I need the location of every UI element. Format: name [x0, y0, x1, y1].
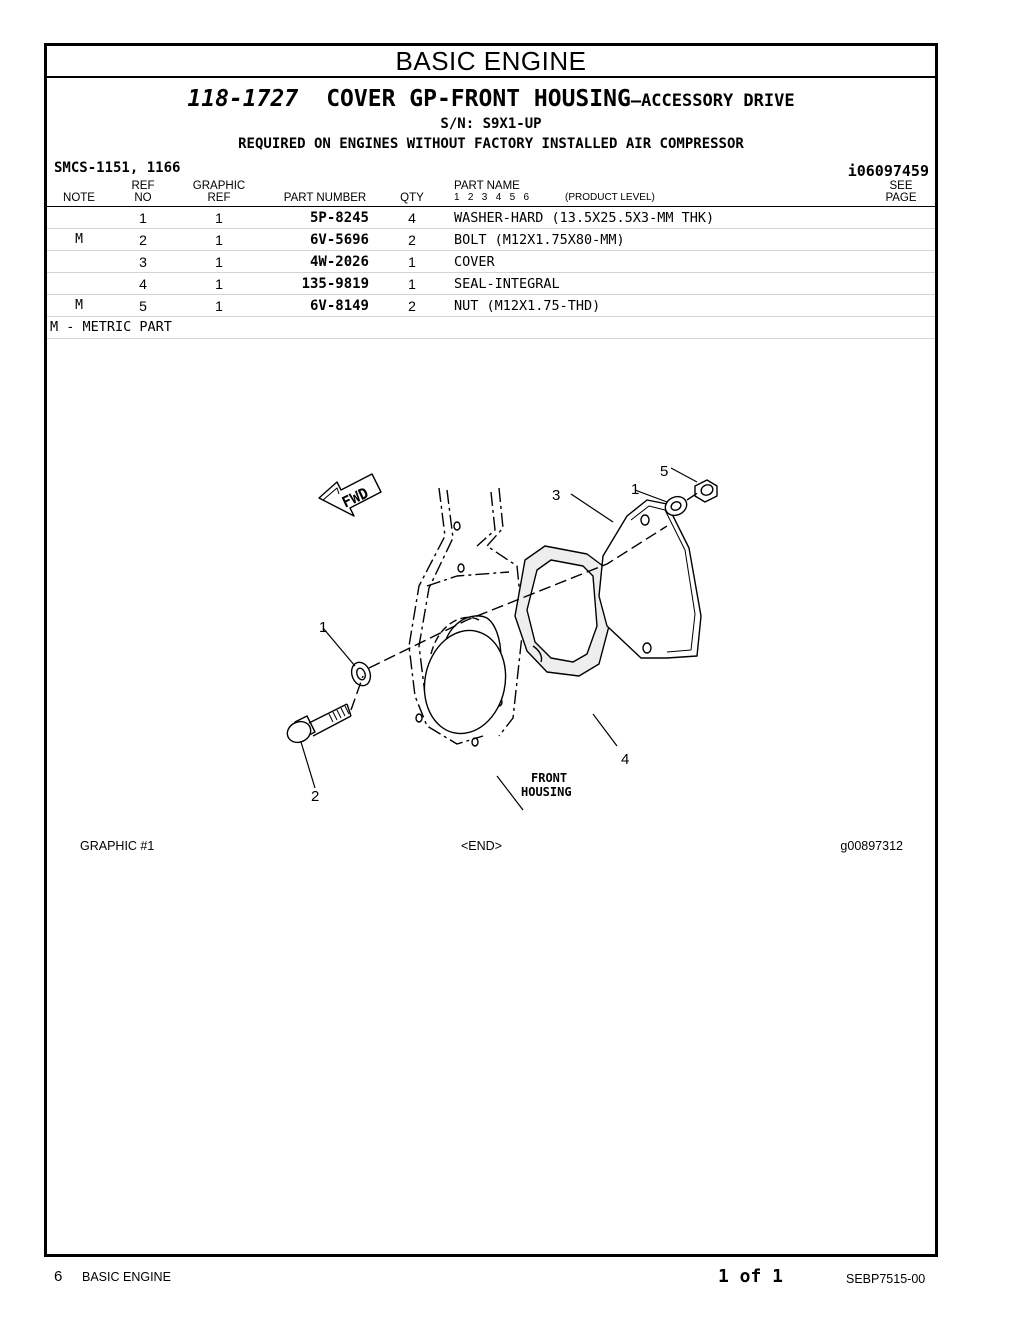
washer-part-right [664, 495, 688, 517]
part-number[interactable]: 5P-8245 [309, 210, 369, 226]
graphic-id: g00897312 [840, 839, 903, 853]
part-ref: 4 [139, 276, 147, 292]
part-qty: 4 [408, 210, 416, 226]
requirement-note: REQUIRED ON ENGINES WITHOUT FACTORY INST… [238, 136, 744, 152]
part-graphic-ref: 1 [215, 298, 223, 314]
callout-leaders [300, 467, 698, 811]
part-qty: 2 [408, 232, 416, 248]
cover-plate-part [598, 499, 702, 659]
col-levels: 1 2 3 4 5 6 [454, 192, 530, 203]
callout-1-right: 1 [631, 481, 639, 498]
part-graphic-ref: 1 [215, 232, 223, 248]
metric-legend: M - METRIC PART [47, 317, 935, 339]
part-number[interactable]: 4W-2026 [309, 254, 369, 270]
parts-list: 1 1 5P-8245 4 WASHER-HARD (13.5X25.5X3-M… [47, 207, 935, 339]
page-of: 1 of 1 [718, 1266, 784, 1287]
table-row: 1 1 5P-8245 4 WASHER-HARD (13.5X25.5X3-M… [47, 207, 935, 229]
part-number[interactable]: 6V-8149 [309, 298, 369, 314]
group-name: COVER GP-FRONT HOUSING [326, 86, 631, 112]
group-number: 118-1727 [187, 86, 299, 112]
col-part-name: PART NAME [454, 180, 520, 192]
col-ref-no-1: REF [131, 180, 155, 192]
smcs-codes: SMCS-1151, 1166 [54, 160, 181, 176]
callout-5: 5 [660, 463, 668, 480]
part-header: 118-1727 COVER GP-FRONT HOUSING—ACCESSORY… [47, 78, 935, 154]
part-graphic-ref: 1 [215, 254, 223, 270]
part-graphic-ref: 1 [215, 210, 223, 226]
page-footer: 6 BASIC ENGINE 1 of 1 SEBP7515-00 [0, 1264, 1020, 1294]
col-see-page-2: PAGE [885, 192, 917, 204]
col-note: NOTE [63, 192, 95, 204]
part-ref: 3 [139, 254, 147, 270]
front-housing-label-line2: HOUSING [521, 785, 572, 799]
part-ref: 5 [139, 298, 147, 314]
front-housing-label-line1: FRONT [531, 771, 567, 785]
end-marker: <END> [461, 839, 502, 853]
part-note: M [75, 298, 83, 313]
part-name: NUT (M12X1.75-THD) [454, 298, 601, 314]
part-note: M [75, 232, 83, 247]
section-title: BASIC ENGINE [47, 46, 935, 78]
callout-1-left: 1 [319, 619, 327, 636]
serial-number: S/N: S9X1-UP [440, 116, 542, 132]
column-header: NOTE REF NO GRAPHIC REF PART NUMBER QTY … [47, 178, 935, 207]
col-qty: QTY [400, 192, 424, 204]
col-graphic-ref-1: GRAPHIC [192, 180, 246, 192]
part-number[interactable]: 135-9819 [301, 276, 369, 292]
page-number: 6 [54, 1268, 63, 1285]
group-subname: —ACCESSORY DRIVE [630, 91, 795, 111]
col-product-level: (PRODUCT LEVEL) [565, 192, 655, 203]
fwd-arrow-icon [318, 473, 382, 517]
washer-part-left [350, 661, 372, 687]
col-see-page-1: SEE [889, 180, 913, 192]
part-name: WASHER-HARD (13.5X25.5X3-MM THK) [454, 210, 715, 226]
part-ref: 2 [139, 232, 147, 248]
document-id: SEBP7515-00 [846, 1272, 926, 1286]
part-name: COVER [454, 254, 495, 270]
col-ref-no-2: NO [134, 192, 152, 204]
group-title-line: 118-1727 COVER GP-FRONT HOUSING—ACCESSORY… [47, 86, 935, 114]
callout-2: 2 [311, 788, 319, 805]
graphic-footer: GRAPHIC #1 <END> g00897312 [47, 839, 935, 859]
exploded-view-illustration: FWD 1 2 3 4 5 1 FRONT HOUSING [47, 396, 935, 816]
table-row: M 5 1 6V-8149 2 NUT (M12X1.75-THD) [47, 295, 935, 317]
col-graphic-ref-2: REF [207, 192, 231, 204]
exploded-view-drawing: FWD 1 2 3 4 5 1 FRONT HOUSING [286, 463, 718, 811]
part-qty: 1 [408, 276, 416, 292]
table-row: M 2 1 6V-5696 2 BOLT (M12X1.75X80-MM) [47, 229, 935, 251]
callout-4: 4 [621, 751, 629, 768]
illustration-id: i06097459 [847, 162, 929, 180]
table-row: 3 1 4W-2026 1 COVER [47, 251, 935, 273]
part-name: BOLT (M12X1.75X80-MM) [454, 232, 625, 248]
footer-section: BASIC ENGINE [82, 1270, 171, 1284]
table-row: 4 1 135-9819 1 SEAL-INTEGRAL [47, 273, 935, 295]
assembly-centerlines [350, 491, 700, 711]
part-qty: 2 [408, 298, 416, 314]
graphic-label: GRAPHIC #1 [80, 839, 155, 853]
smcs-row: SMCS-1151, 1166 i06097459 [47, 156, 935, 180]
part-ref: 1 [139, 210, 147, 226]
col-part-number: PART NUMBER [283, 192, 367, 204]
part-graphic-ref: 1 [215, 276, 223, 292]
page-frame: BASIC ENGINE 118-1727 COVER GP-FRONT HOUS… [44, 43, 938, 1257]
nut-part [694, 479, 718, 503]
part-name: SEAL-INTEGRAL [454, 276, 560, 292]
callout-3: 3 [552, 487, 560, 504]
bolt-part [286, 703, 352, 744]
part-qty: 1 [408, 254, 416, 270]
metric-legend-text: M - METRIC PART [50, 319, 172, 335]
seal-gasket-part [514, 545, 610, 677]
housing-boss [423, 615, 507, 735]
part-number[interactable]: 6V-5696 [309, 232, 369, 248]
